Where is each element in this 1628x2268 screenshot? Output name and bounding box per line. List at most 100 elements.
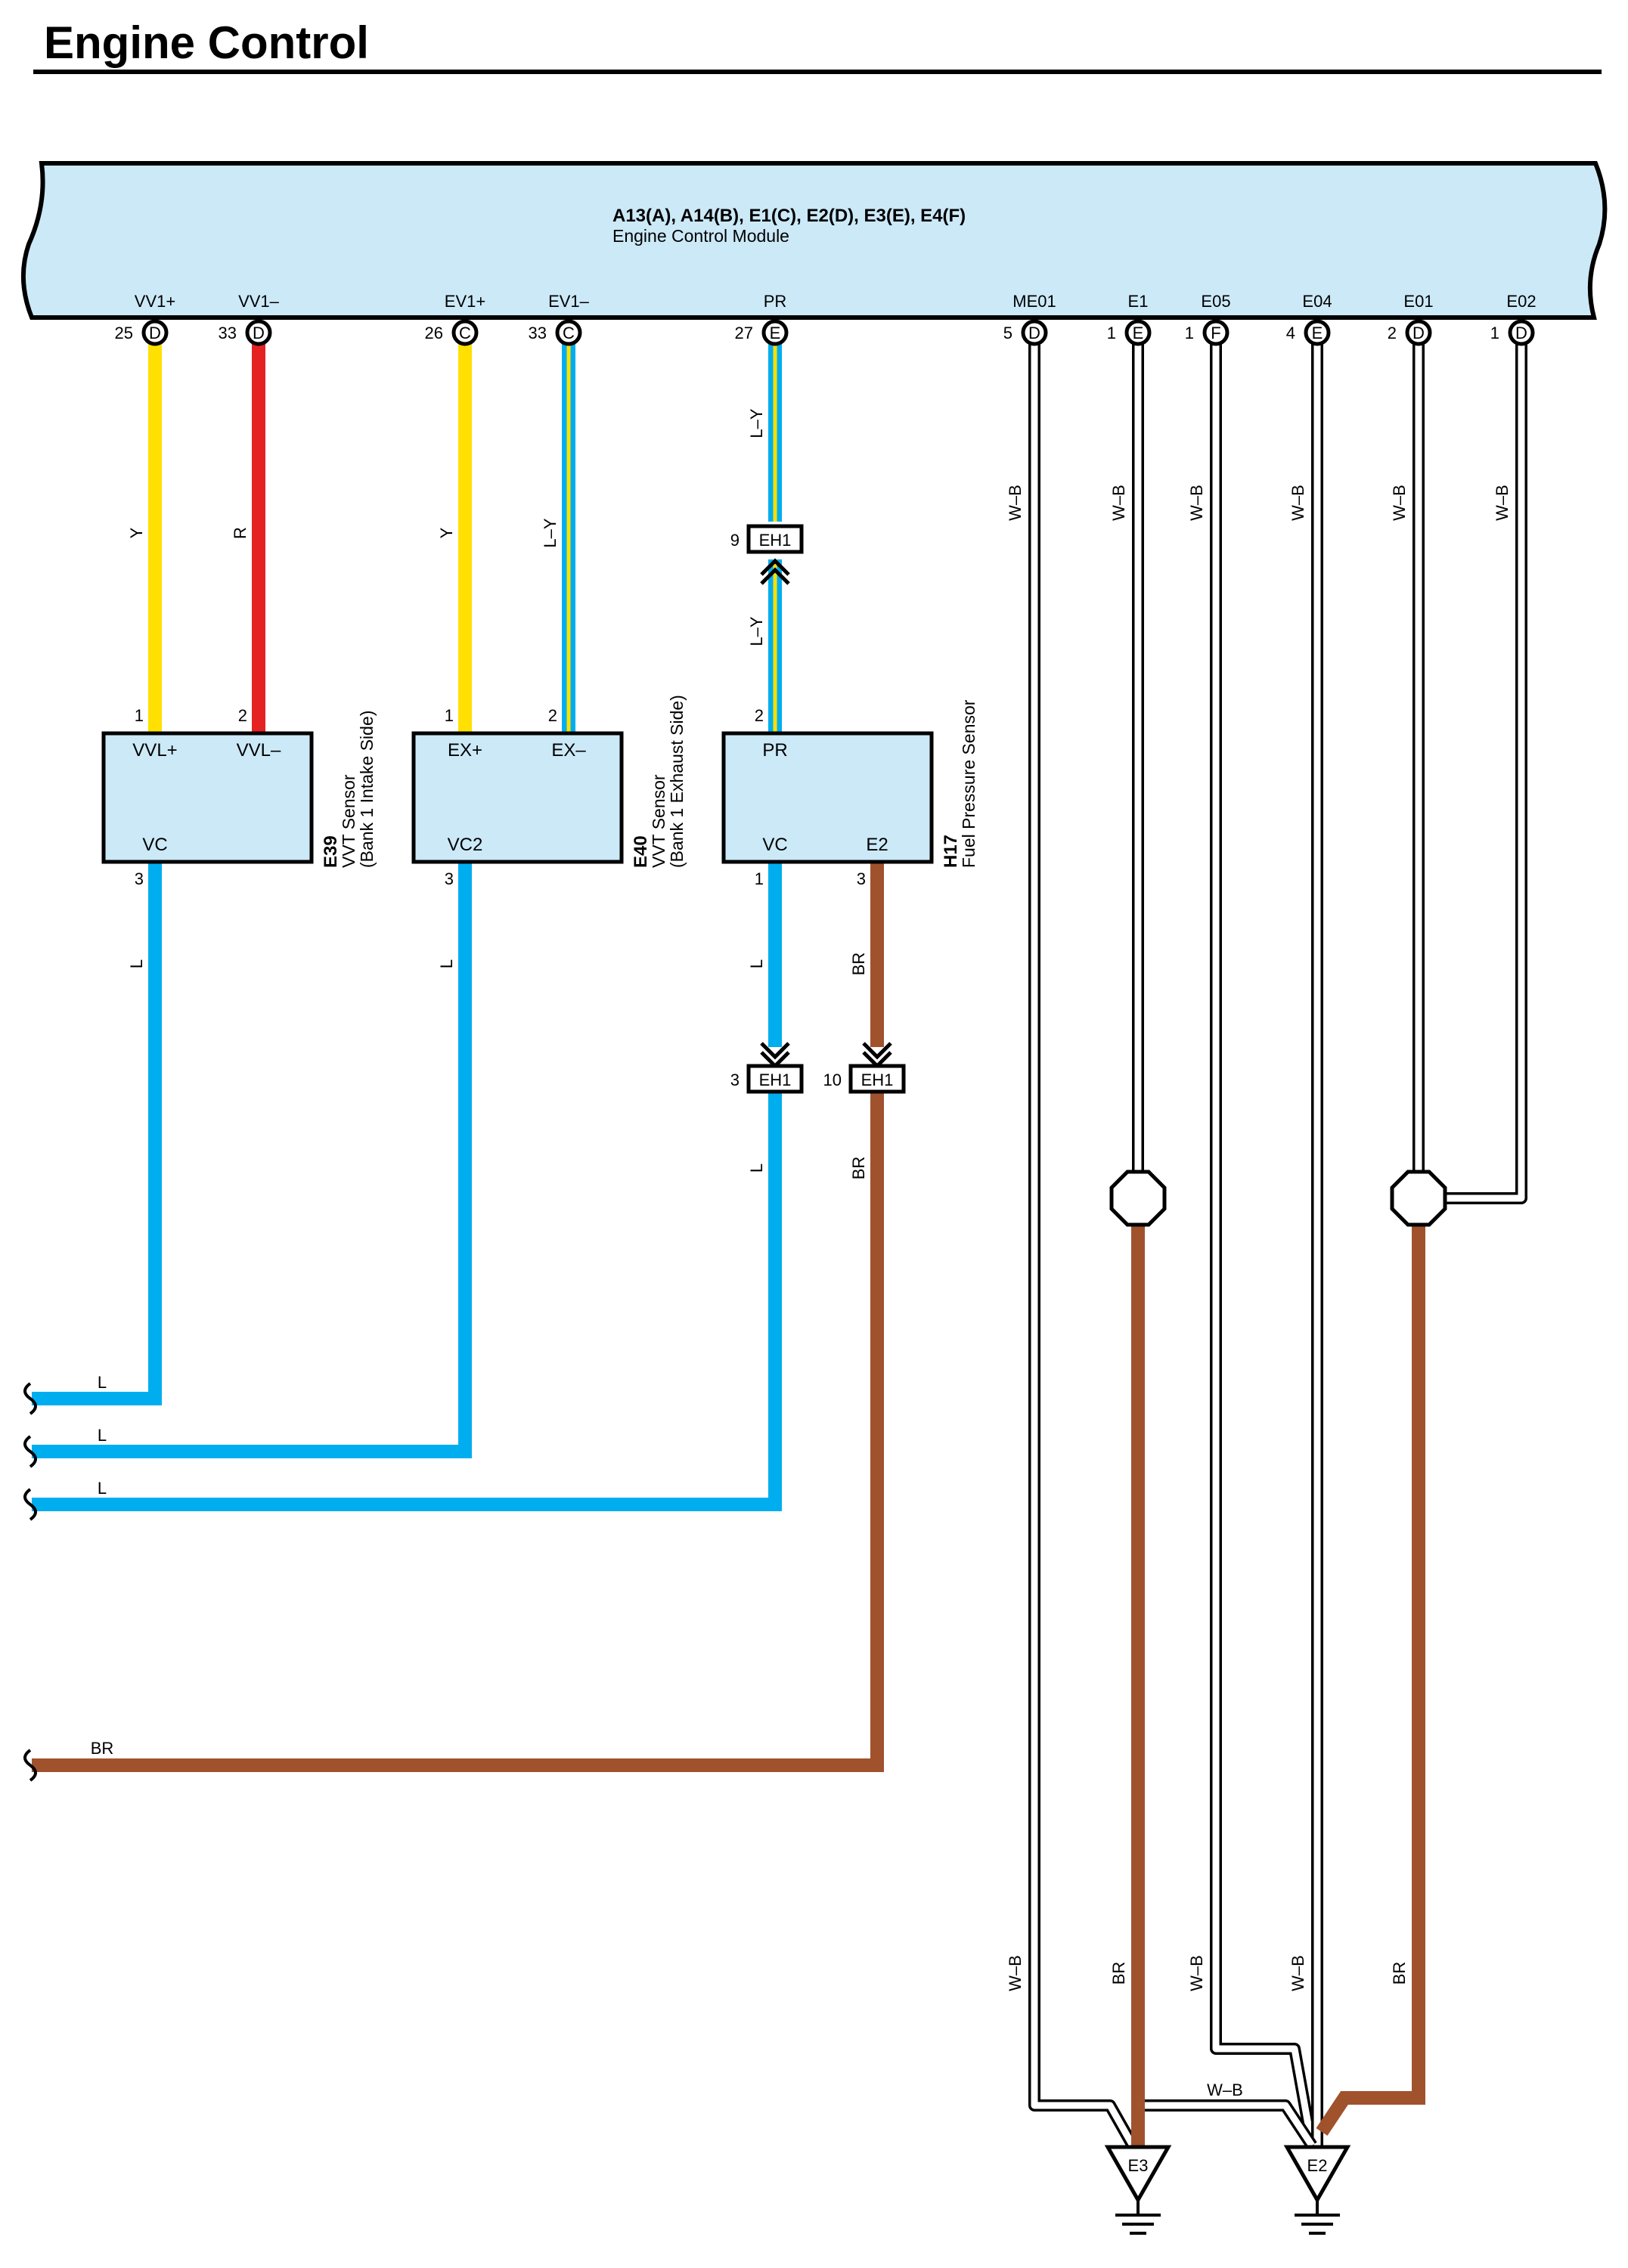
component-e40: EX+ EX– VC2 1 2 3 E40 VVT Sensor (Bank 1… (411, 695, 687, 888)
terminal-number: 3 (445, 869, 454, 888)
wire-label: L (437, 959, 456, 968)
ground-label: E2 (1307, 2156, 1328, 2175)
wire-label: BR (1390, 1962, 1409, 1985)
ground-e2: E2 (1283, 2145, 1351, 2235)
wire-label: W–B (1390, 485, 1409, 521)
pin-label: EV1+ (445, 292, 485, 311)
terminal-number: 1 (445, 706, 454, 725)
wire-label: L (127, 959, 146, 968)
junction-eh1-3: EH1 3 (730, 1042, 804, 1094)
wire-label: W–B (1288, 1955, 1307, 1991)
svg-text:D: D (253, 324, 265, 342)
pin-terminal: E (1124, 319, 1152, 346)
svg-text:C: C (459, 324, 471, 342)
wire-label: L (747, 1163, 766, 1173)
junction-pin: 3 (730, 1070, 740, 1089)
component-h17: PR VC E2 2 1 3 H17 Fuel Pressure Sensor (721, 699, 978, 888)
wire-label: L (98, 1479, 107, 1498)
terminal-label: PR (762, 740, 787, 761)
pin-label: VV1+ (135, 292, 175, 311)
wire-h17-vc-lower (32, 1089, 782, 1511)
wb-wires (1028, 336, 1527, 2149)
pin-number: 25 (115, 324, 133, 342)
component-desc: (Bank 1 Intake Side) (357, 711, 377, 868)
pin-terminal: E (1304, 319, 1331, 346)
pin-number: 1 (1490, 324, 1499, 342)
ground-label: E3 (1128, 2156, 1149, 2175)
wire-label: L–Y (747, 616, 766, 646)
pin-label: VV1– (238, 292, 280, 311)
svg-text:D: D (1515, 324, 1527, 342)
pin-label: E02 (1506, 292, 1536, 311)
terminal-label: VC (762, 835, 787, 855)
terminal-label: EX– (551, 740, 586, 761)
junction-pin: 10 (823, 1070, 842, 1089)
wire-label: BR (849, 1157, 868, 1180)
svg-text:E: E (770, 324, 781, 342)
terminal-number: 3 (135, 869, 144, 888)
component-desc: VVT Sensor (649, 774, 668, 868)
component-e39: VVL+ VVL– VC 1 2 3 E39 VVT Sensor (Bank … (101, 706, 377, 888)
terminal-number: 2 (548, 706, 557, 725)
pin-label: E04 (1302, 292, 1332, 311)
pin-terminal: D (1508, 319, 1535, 346)
wire-break-symbols (23, 1382, 37, 1782)
component-desc: VVT Sensor (339, 774, 358, 868)
splice-octagon (1390, 1170, 1447, 1227)
terminal-label: VVL+ (132, 740, 177, 761)
page-title: Engine Control (44, 17, 369, 68)
pin-terminal: D (245, 319, 272, 346)
pin-label: EV1– (548, 292, 590, 311)
terminal-number: 2 (238, 706, 247, 725)
wire-color-labels: Y R Y L–Y L–Y L–Y W–B W–B W–B W–B W–B W–… (91, 408, 1512, 2099)
wire-label: Y (127, 527, 146, 538)
wire-splice2-e2 (1316, 1221, 1425, 2136)
wire-label: W–B (1187, 1955, 1206, 1991)
wire-label: BR (1109, 1962, 1128, 1985)
wire-label: BR (91, 1739, 114, 1758)
component-desc: (Bank 1 Exhaust Side) (667, 695, 687, 868)
wire-label: W–B (1288, 485, 1307, 521)
title-rule (33, 70, 1602, 74)
terminal-label: E2 (866, 835, 888, 855)
pin-number: 33 (529, 324, 547, 342)
pin-terminal: F (1202, 319, 1230, 346)
terminal-label: VC (142, 835, 167, 855)
pin-label: ME01 (1012, 292, 1056, 311)
junction-eh1-10: EH1 10 (823, 1042, 906, 1094)
pin-label: E01 (1403, 292, 1433, 311)
wire-label: L (98, 1373, 107, 1392)
pin-terminal: C (555, 319, 582, 346)
svg-text:D: D (1412, 324, 1425, 342)
pin-label: PR (764, 292, 787, 311)
component-code: E39 (321, 835, 341, 868)
terminal-label: VVL– (237, 740, 281, 761)
pin-number: 1 (1107, 324, 1116, 342)
terminal-number: 1 (135, 706, 144, 725)
wires (32, 336, 1527, 2149)
pin-terminal: D (141, 319, 169, 346)
component-code: H17 (941, 835, 961, 868)
junction-name: EH1 (759, 531, 792, 550)
svg-text:F: F (1211, 324, 1220, 342)
ecm-pin-terminals: D D C C E D E F E D D (141, 319, 1535, 346)
terminal-label: EX+ (448, 740, 482, 761)
wire-label: W–B (1207, 2081, 1243, 2099)
junction-eh1-9: EH1 9 (730, 524, 804, 585)
svg-text:C: C (563, 324, 575, 342)
wire-label: L–Y (541, 518, 560, 547)
svg-text:D: D (149, 324, 161, 342)
wire-label: Y (437, 527, 456, 538)
wire-label: W–B (1109, 485, 1128, 521)
wire-label: W–B (1493, 485, 1512, 521)
ecm-pins: VV1+ VV1– EV1+ EV1– PR ME01 E1 E05 E04 E… (115, 292, 1537, 342)
pin-number: 26 (425, 324, 443, 342)
terminal-number: 3 (857, 869, 866, 888)
wire-label: L (98, 1426, 107, 1445)
ecm-connectors: A13(A), A14(B), E1(C), E2(D), E3(E), E4(… (612, 206, 966, 226)
wire-e39-vc (32, 862, 162, 1405)
wire-label: R (231, 527, 250, 539)
component-code: E40 (631, 835, 651, 868)
svg-text:D: D (1028, 324, 1040, 342)
pin-number: 1 (1185, 324, 1194, 342)
